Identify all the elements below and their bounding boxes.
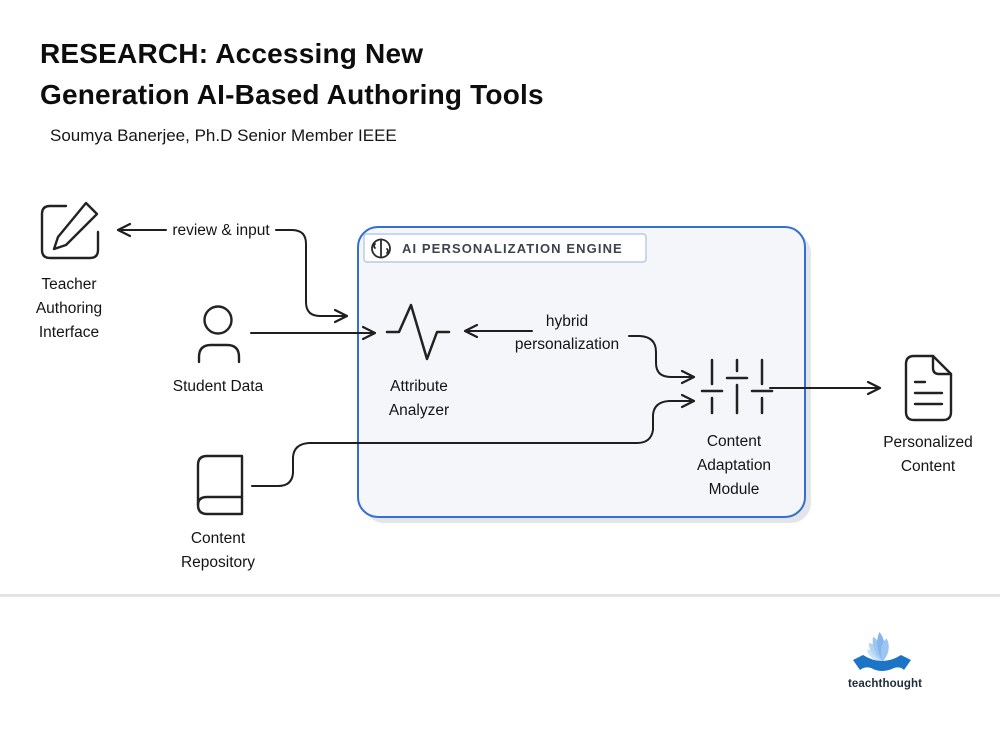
hybrid-label-line1: hybrid	[546, 313, 588, 330]
node-adaptation: Content Adaptation Module	[697, 358, 774, 498]
user-icon	[197, 305, 241, 364]
node-teacher: Teacher Authoring Interface	[36, 201, 102, 341]
file-text-icon	[904, 354, 953, 422]
output-label-line2: Content	[901, 458, 956, 475]
engine-box-border	[357, 226, 806, 518]
adaptation-label-line1: Content	[707, 433, 762, 450]
review-input-label: review & input	[172, 222, 270, 239]
hybrid-label-line2: personalization	[515, 336, 619, 353]
connector-review-to-analyzer	[275, 229, 349, 324]
brain-icon	[371, 238, 391, 259]
author-subtitle: Soumya Banerjee, Ph.D Senior Member IEEE	[50, 126, 397, 145]
adaptation-label-line2: Adaptation	[697, 457, 771, 474]
output-label-line1: Personalized	[883, 434, 973, 451]
node-repository: Content Repository	[181, 454, 255, 571]
logo-graphic	[853, 632, 911, 671]
teacher-label-line1: Teacher	[41, 276, 96, 293]
connector-repository-to-adaptation	[251, 393, 696, 487]
teachthought-logo: teachthought	[845, 629, 925, 690]
activity-icon	[385, 303, 451, 361]
page-title: RESEARCH: Accessing New Generation AI-Ba…	[40, 33, 544, 115]
footer-divider	[0, 594, 1000, 597]
engine-box: AI PERSONALIZATION ENGINE	[357, 226, 811, 523]
repository-label-line2: Repository	[181, 554, 255, 571]
adaptation-label-line3: Module	[709, 481, 760, 498]
node-output: Personalized Content	[883, 354, 973, 475]
engine-label: AI PERSONALIZATION ENGINE	[402, 241, 623, 256]
analyzer-label-line1: Attribute	[390, 378, 448, 395]
edit-icon	[40, 201, 100, 260]
connectors	[116, 222, 882, 487]
book-icon	[196, 454, 244, 516]
architecture-diagram: AI PERSONALIZATION ENGINE Teacher Author…	[36, 201, 973, 571]
node-analyzer: Attribute Analyzer	[385, 303, 451, 419]
teacher-label-line2: Authoring	[36, 300, 102, 317]
teacher-label-line3: Interface	[39, 324, 99, 341]
student-label: Student Data	[173, 378, 264, 395]
logo-ribbon-icon	[853, 655, 911, 671]
analyzer-label-line2: Analyzer	[389, 402, 449, 419]
sliders-icon	[700, 358, 774, 415]
connector-hybrid-to-adaptation	[628, 335, 696, 385]
brand-text: teachthought	[847, 678, 923, 690]
page-title-line1: RESEARCH: Accessing New	[40, 38, 424, 69]
logo-wing-icon	[867, 632, 889, 662]
repository-label-line1: Content	[191, 530, 246, 547]
engine-label-box	[363, 233, 647, 263]
node-student: Student Data	[173, 305, 264, 395]
page-title-line2: Generation AI-Based Authoring Tools	[40, 79, 544, 110]
